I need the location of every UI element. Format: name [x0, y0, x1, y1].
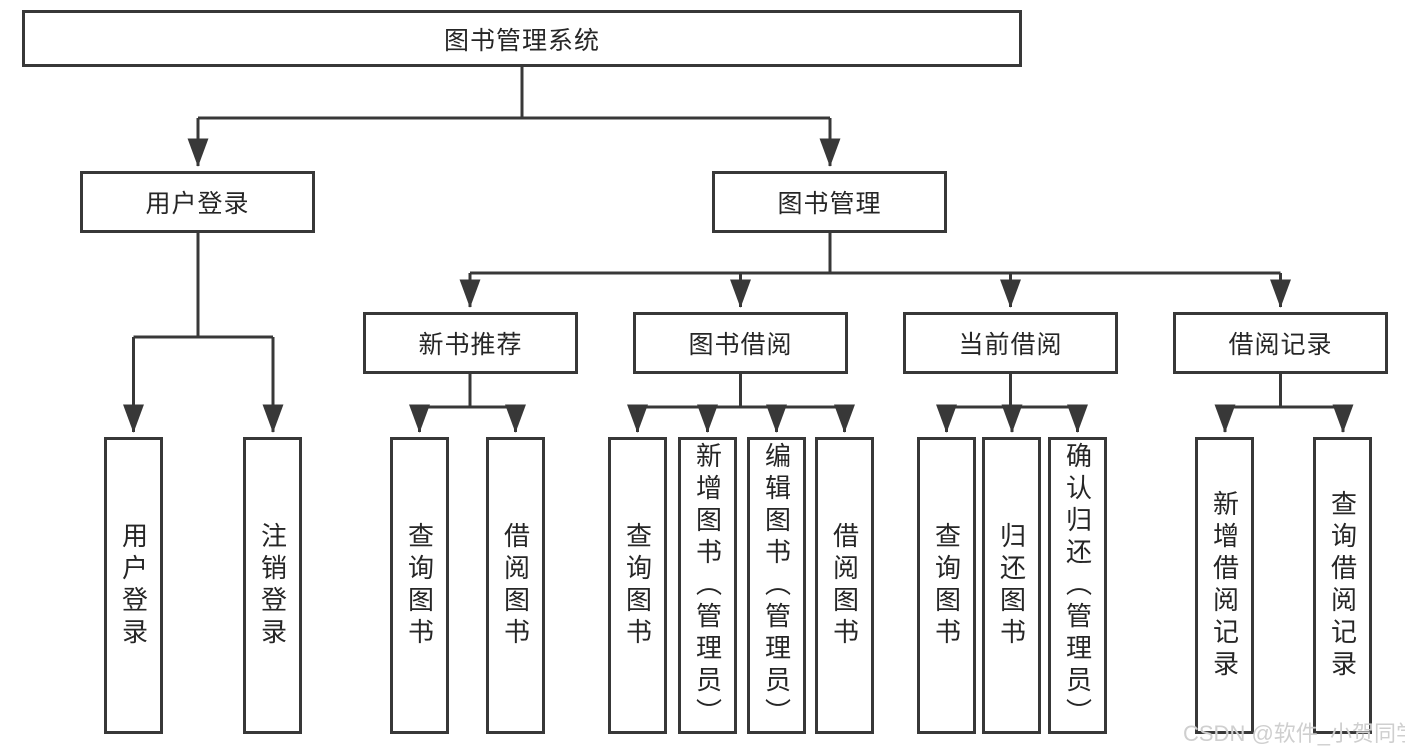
node-label: 图书管理: [777, 190, 882, 218]
leaf-query-book-recommend: 查询图书: [390, 437, 449, 734]
node-label: 注销登录: [257, 521, 288, 650]
branch-borrow-record: [1214, 374, 1354, 433]
leaf-query-book-borrow: 查询图书: [608, 437, 667, 734]
leaf-logout: 注销登录: [243, 437, 302, 734]
node-label: 编辑图书（管理员）: [761, 441, 792, 730]
node-book-management: 图书管理: [712, 171, 947, 233]
leaf-edit-book-admin: 编辑图书（管理员）: [747, 437, 806, 734]
branch-current-borrow: [936, 374, 1088, 433]
branch-new-book: [409, 374, 526, 433]
node-label: 查询图书: [931, 521, 962, 650]
node-label: 借阅记录: [1228, 331, 1333, 359]
node-label: 查询图书: [622, 521, 653, 650]
leaf-confirm-return-admin: 确认归还（管理员）: [1048, 437, 1107, 734]
node-label: 查询图书: [404, 521, 435, 650]
branch-root: [187, 67, 841, 167]
node-book-borrow: 图书借阅: [633, 312, 848, 374]
node-root-system: 图书管理系统: [22, 10, 1022, 67]
leaf-user-login: 用户登录: [104, 437, 163, 734]
leaf-query-book-current: 查询图书: [917, 437, 976, 734]
branch-book-borrow: [627, 374, 855, 433]
branch-book-management: [459, 233, 1291, 308]
node-new-book-recommend: 新书推荐: [363, 312, 578, 374]
node-label: 图书借阅: [688, 331, 793, 359]
leaf-add-book-admin: 新增图书（管理员）: [678, 437, 737, 734]
node-label: 查询借阅记录: [1327, 489, 1358, 682]
leaf-borrow-book-recommend: 借阅图书: [486, 437, 545, 734]
leaf-return-book: 归还图书: [982, 437, 1041, 734]
node-label: 当前借阅: [958, 331, 1063, 359]
node-label: 借阅图书: [829, 521, 860, 650]
leaf-borrow-book: 借阅图书: [815, 437, 874, 734]
leaf-query-borrow-record: 查询借阅记录: [1313, 437, 1372, 734]
leaf-add-borrow-record: 新增借阅记录: [1195, 437, 1254, 734]
node-label: 确认归还（管理员）: [1062, 441, 1093, 730]
node-label: 新书推荐: [418, 331, 523, 359]
node-label: 用户登录: [118, 521, 149, 650]
node-label: 图书管理系统: [443, 26, 600, 55]
node-label: 新增图书（管理员）: [692, 441, 723, 730]
node-user-login-branch: 用户登录: [80, 171, 315, 233]
branch-user-login: [123, 233, 284, 433]
node-label: 借阅图书: [500, 521, 531, 650]
node-current-borrow: 当前借阅: [903, 312, 1118, 374]
node-label: 归还图书: [996, 521, 1027, 650]
node-borrow-record: 借阅记录: [1173, 312, 1388, 374]
node-label: 用户登录: [145, 190, 250, 218]
node-label: 新增借阅记录: [1209, 489, 1240, 682]
watermark-text: CSDN @软件_小贺同学: [1183, 721, 1405, 746]
